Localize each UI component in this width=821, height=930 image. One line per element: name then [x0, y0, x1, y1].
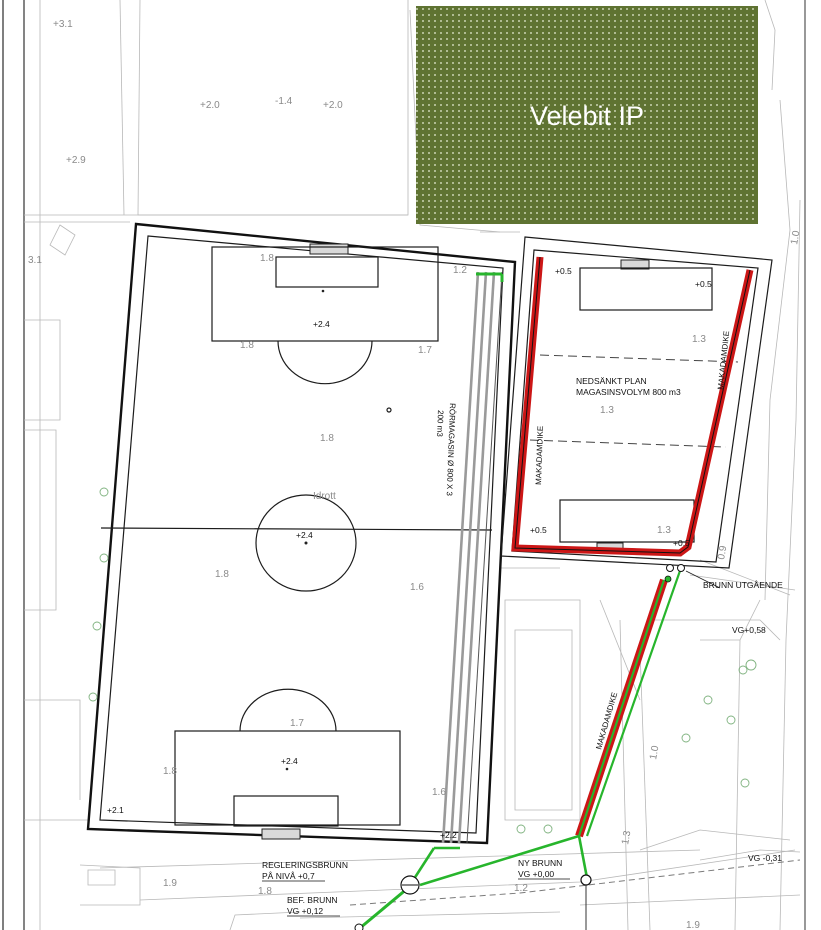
spot-height: +2.0	[323, 100, 343, 111]
spot-height: 1.8	[215, 569, 229, 580]
spot-height: 1.3	[620, 829, 633, 845]
spot-heights: +3.1 +2.0 -1.4 +2.0 +2.9 3.1 1.8 1.2 +2.…	[28, 19, 802, 930]
spot-height: +0.5	[673, 538, 690, 548]
spot-height: 1.0	[789, 229, 802, 245]
spot-height: 3.1	[28, 255, 42, 266]
spot-height: +0.5	[695, 279, 712, 289]
spot-height: 1.0	[648, 744, 661, 760]
spot-height: 1.6	[410, 582, 424, 593]
regleringsbrunn-level-label: PÅ NIVÅ +0,7	[262, 871, 315, 881]
spot-height: +2.4	[281, 756, 298, 766]
goal-south	[261, 828, 301, 840]
bef-brunn-level-label: VG +0,12	[287, 906, 323, 916]
regleringsbrunn-label: REGLERINGSBRUNN	[262, 860, 348, 870]
football-pitch	[86, 222, 517, 845]
centre-circle	[255, 494, 357, 592]
spot-height: 1.7	[290, 718, 304, 729]
drainage-pipes	[354, 564, 721, 930]
makadamdike-left-label: MAKADAMDIKE	[534, 426, 545, 485]
spot-height: +2.0	[200, 100, 220, 111]
brunn-utgaende-label: BRUNN UTGÅENDE	[703, 580, 783, 590]
spot-height: +0.5	[530, 525, 547, 535]
spot-height: 1.3	[657, 525, 671, 536]
spot-height: -1.4	[275, 96, 293, 107]
spot-height: +2.9	[66, 155, 86, 166]
bef-brunn-label: BEF. BRUNN	[287, 895, 338, 905]
spot-height: +3.1	[53, 19, 73, 30]
spot-height: +2.1	[107, 805, 124, 815]
rormagasin-volume-label: 200 m3	[435, 410, 445, 438]
velebit-ip-area: Velebit IP	[416, 6, 758, 224]
vegetation	[88, 487, 757, 834]
spot-height: 1.8	[258, 886, 272, 897]
goal-north	[309, 243, 349, 255]
spot-height: 1.8	[163, 766, 177, 777]
spot-height: 1.7	[418, 345, 432, 356]
velebit-ip-label: Velebit IP	[530, 101, 644, 131]
spot-height: 1.3	[692, 334, 706, 345]
halfway-line	[100, 527, 493, 531]
vg-031-label: VG -0,31	[748, 853, 782, 863]
spot-height: +2.2	[440, 830, 457, 840]
spot-height: +2.4	[313, 319, 330, 329]
spot-height: 1.2	[514, 883, 528, 894]
spot-height: 1.8	[320, 433, 334, 444]
spot-height: +0.5	[555, 266, 572, 276]
idrott-label: Idrott	[313, 491, 336, 502]
spot-height: 1.8	[240, 340, 254, 351]
goal-area-south	[233, 795, 339, 827]
spot-height: 1.6	[432, 787, 446, 798]
spot-height: 1.2	[453, 265, 467, 276]
spot-height: 1.3	[600, 405, 614, 416]
background-linework	[24, 0, 801, 930]
ny-brunn-level-label: VG +0,00	[518, 869, 554, 879]
vg-058-label: VG+0,58	[732, 625, 766, 635]
rormagasin-label: RÖRMAGASIN Ø 800 X 3	[445, 403, 457, 497]
spot-height: +2.4	[296, 530, 313, 540]
penalty-area-north	[211, 246, 439, 342]
penalty-area-south	[174, 730, 401, 826]
spot-height: 1.8	[260, 253, 274, 264]
goal-area-north	[275, 256, 379, 288]
ny-brunn-label: NY BRUNN	[518, 858, 562, 868]
spot-height: 1.9	[686, 920, 700, 930]
magasinsvolym-label: MAGASINSVOLYM 800 m3	[576, 387, 681, 397]
nedsankt-plan-label: NEDSÄNKT PLAN	[576, 376, 647, 386]
ny-brunn-marker	[580, 874, 592, 886]
pipe-storage	[441, 271, 504, 844]
spot-height: 0.9	[716, 544, 729, 560]
spot-height: 1.9	[163, 878, 177, 889]
sunken-plan	[500, 236, 773, 569]
